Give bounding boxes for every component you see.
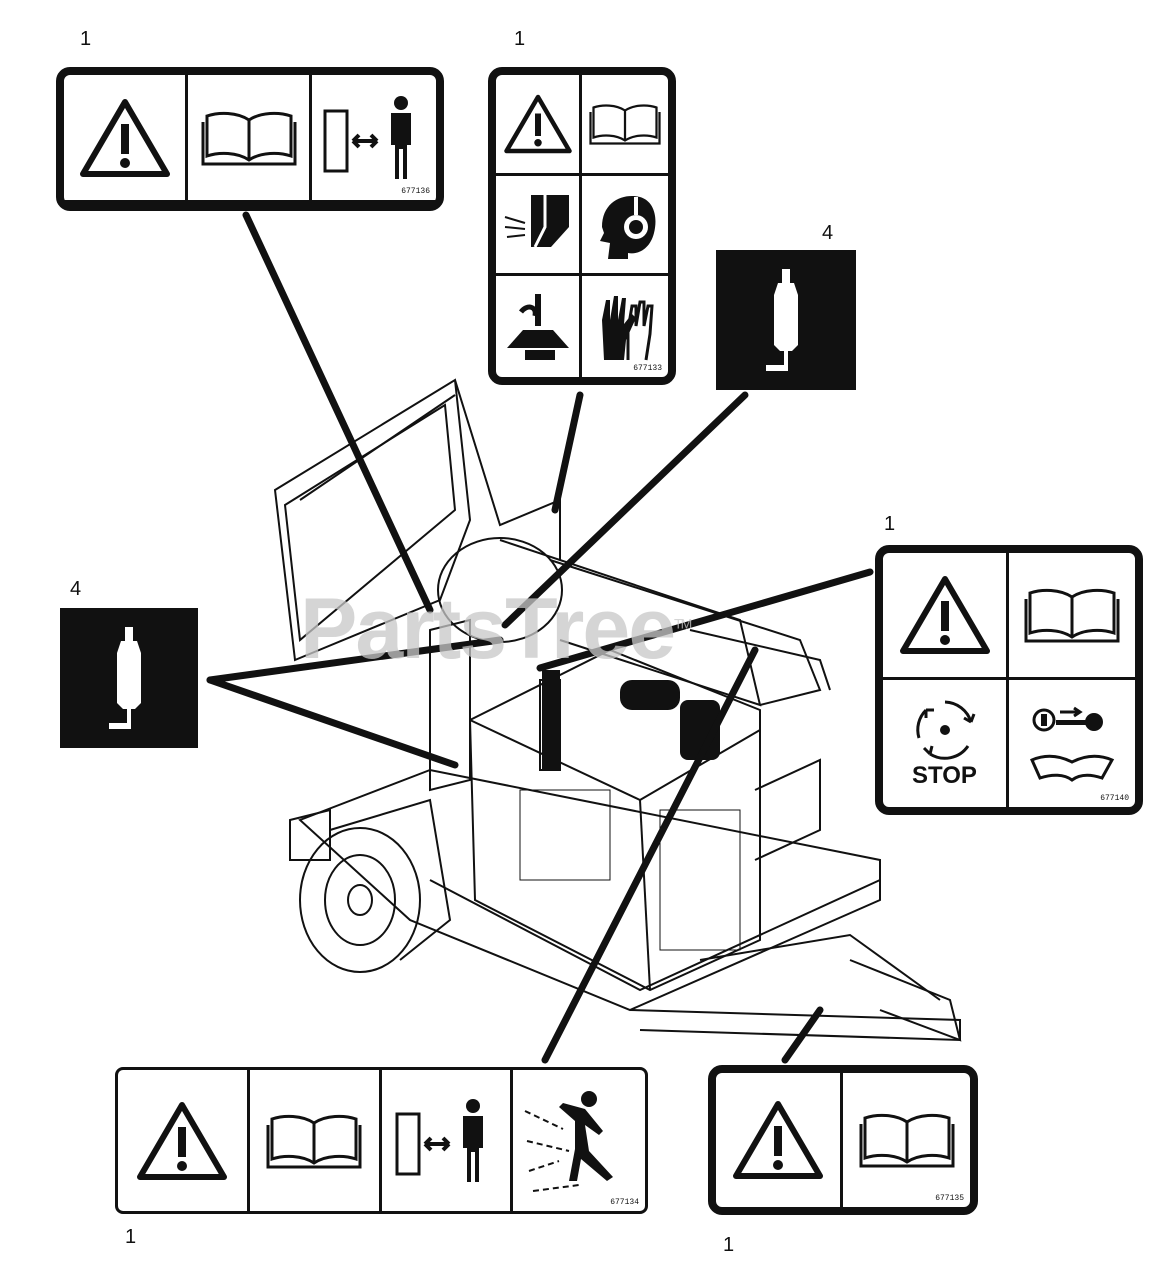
callout-number: 1 — [80, 28, 92, 50]
manual-cell — [582, 75, 668, 176]
manual-book-icon — [589, 104, 661, 145]
warning-triangle-icon — [503, 94, 572, 154]
warning-cell — [118, 1070, 250, 1211]
warning-cell — [64, 75, 188, 203]
warning-triangle-icon — [899, 576, 990, 654]
remove-key-icon — [1030, 706, 1115, 782]
callout-number: 1 — [884, 513, 896, 535]
decal-ppe: 677133 — [488, 67, 676, 385]
warning-triangle-icon — [733, 1101, 823, 1179]
manual-book-icon — [266, 1114, 362, 1168]
callout-number: 4 — [822, 222, 834, 244]
eye-protection-icon — [504, 195, 569, 249]
rotating-blade-icon — [915, 700, 975, 760]
grease-bottle-icon — [109, 627, 141, 729]
callout-number: 1 — [723, 1234, 735, 1256]
grease-decal-left — [60, 608, 198, 748]
remove-key-cell: 677140 — [1009, 680, 1135, 807]
stop-label: STOP — [912, 761, 977, 789]
manual-book-icon — [201, 111, 296, 165]
keep-distance-icon — [395, 1098, 483, 1182]
decal-warning-stop: STOP 677140 — [875, 545, 1143, 815]
distance-cell: 677136 — [312, 75, 436, 203]
manual-book-icon — [859, 1113, 954, 1168]
warning-triangle-icon — [79, 98, 170, 177]
decal-warning-manual: 677135 — [708, 1065, 978, 1215]
callout-number: 1 — [514, 28, 526, 50]
warning-triangle-icon — [137, 1101, 228, 1180]
warning-cell — [716, 1073, 843, 1207]
part-code: 677135 — [935, 1194, 964, 1203]
hearing-protection-cell — [582, 176, 668, 277]
part-code: 677136 — [401, 187, 430, 196]
grease-decal-top — [716, 250, 856, 390]
gloves-cell: 677133 — [582, 276, 668, 377]
callout-number: 4 — [70, 578, 82, 600]
decal-warning-thrown-objects: 677134 — [115, 1067, 648, 1214]
watermark: PartsTreeTM — [300, 581, 692, 677]
thrown-object-cell: 677134 — [513, 1070, 645, 1211]
manual-cell — [188, 75, 312, 203]
decal-warning-manual-distance: 677136 — [56, 67, 444, 211]
manual-cell — [1009, 553, 1135, 680]
hearing-protection-icon — [600, 196, 656, 260]
part-code: 677140 — [1100, 794, 1129, 803]
part-code: 677133 — [633, 363, 662, 373]
warning-cell — [883, 553, 1009, 680]
warning-cell — [496, 75, 582, 176]
manual-book-icon — [1024, 588, 1120, 643]
part-code: 677134 — [610, 1198, 639, 1207]
grease-bottle-icon — [766, 269, 798, 371]
thrown-object-icon — [524, 1090, 614, 1192]
no-hands-icon — [506, 293, 569, 360]
manual-cell — [250, 1070, 382, 1211]
manual-cell: 677135 — [843, 1073, 970, 1207]
distance-cell — [382, 1070, 514, 1211]
callout-number: 1 — [125, 1226, 137, 1248]
eye-protection-cell — [496, 175, 582, 277]
gloves-icon — [602, 295, 654, 360]
stop-cell: STOP — [883, 680, 1009, 807]
no-hands-cell — [496, 276, 582, 377]
keep-distance-icon — [323, 95, 411, 179]
